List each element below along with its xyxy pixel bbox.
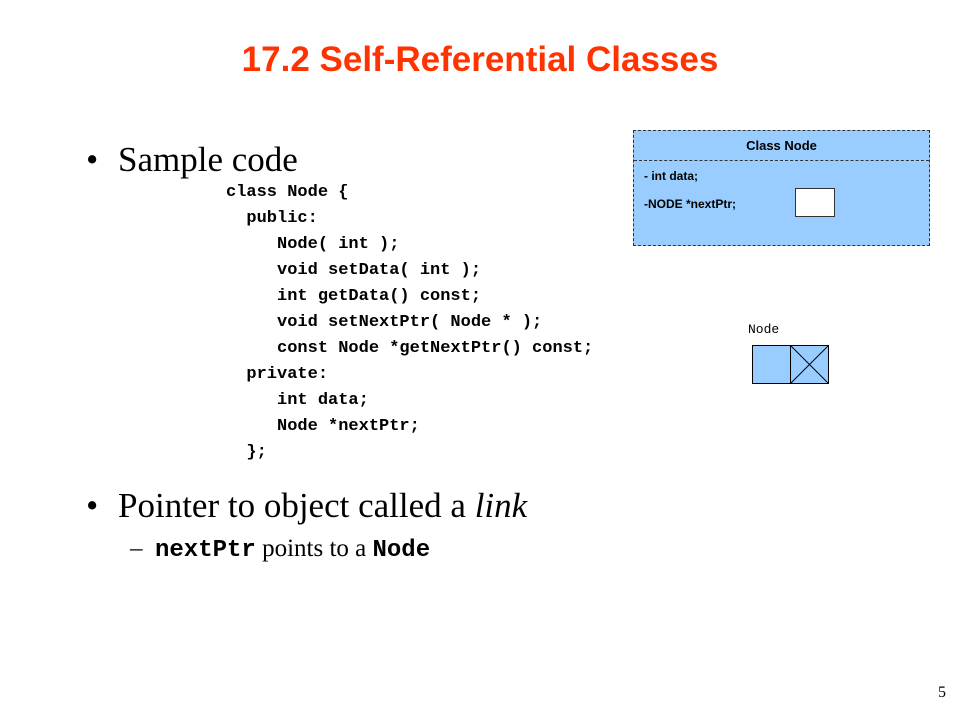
bullet-marker: • <box>86 486 99 525</box>
code-line: void setNextPtr( Node * ); <box>226 313 543 332</box>
code-line: int data; <box>226 391 369 410</box>
code-line: const Node *getNextPtr() const; <box>226 339 594 358</box>
uml-attribute-nextptr: -NODE *nextPtr; <box>644 197 737 211</box>
code-line: public: <box>226 209 318 228</box>
node-diagram-label: Node <box>748 322 780 337</box>
sub-bullet-text: points to a <box>255 535 373 562</box>
bullet-text: Sample code <box>118 140 298 179</box>
code-line: class Node { <box>226 183 349 202</box>
code-line: private: <box>226 365 329 384</box>
node-diagram <box>752 345 829 384</box>
null-pointer-cross <box>790 345 829 384</box>
sub-bullet-dash: – <box>130 535 143 562</box>
bullet-marker: • <box>86 140 99 179</box>
code-line: }; <box>226 443 267 462</box>
code-term-node: Node <box>372 537 431 564</box>
uml-class-header: Class Node <box>634 131 929 161</box>
sub-bullet-nextptr: – nextPtr points to a Node <box>130 535 430 564</box>
bullet-text: Pointer to object called a <box>118 486 475 525</box>
bullet-pointer-link: • Pointer to object called a link <box>86 486 527 526</box>
code-line: void setData( int ); <box>226 261 482 280</box>
code-block: class Node { public: Node( int ); void s… <box>226 180 593 466</box>
bullet-sample-code: • Sample code <box>86 140 298 180</box>
uml-attribute-data: - int data; <box>644 169 698 183</box>
code-line: int getData() const; <box>226 287 482 306</box>
slide-title: 17.2 Self-Referential Classes <box>241 40 719 79</box>
code-term-nextptr: nextPtr <box>155 537 256 564</box>
bullet-emphasis: link <box>474 486 528 525</box>
code-line: Node *nextPtr; <box>226 417 420 436</box>
page-number: 5 <box>938 684 946 701</box>
uml-pointer-box <box>795 188 835 217</box>
node-data-cell <box>752 345 791 384</box>
code-line: Node( int ); <box>226 235 400 254</box>
uml-class-diagram: Class Node - int data; -NODE *nextPtr; <box>633 130 930 246</box>
